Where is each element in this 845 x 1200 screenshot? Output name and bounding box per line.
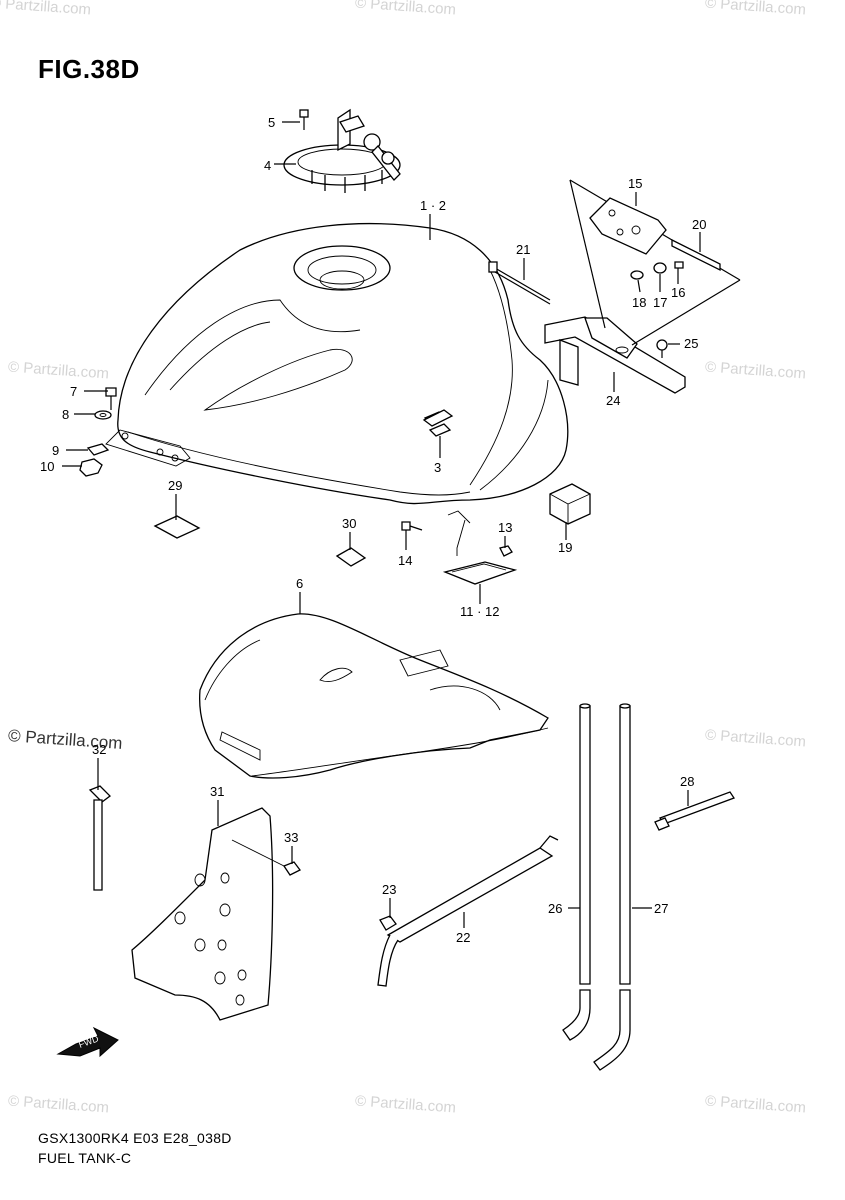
callout-22: 22 [456, 930, 470, 945]
bolt-part [105, 387, 117, 410]
callout-21: 21 [516, 242, 530, 257]
callout-15: 15 [628, 176, 642, 191]
callout-8: 8 [62, 407, 69, 422]
callout-5: 5 [268, 115, 275, 130]
callout-14: 14 [398, 553, 412, 568]
tie-strap-part [88, 785, 111, 891]
callout-30: 30 [342, 516, 356, 531]
bolt-part [231, 839, 301, 876]
callout-33: 33 [284, 830, 298, 845]
callout-24: 24 [606, 393, 620, 408]
fuel-cap-part [283, 108, 401, 193]
bolt-part [656, 339, 668, 358]
leader-lines [62, 121, 701, 928]
callout-18: 18 [632, 295, 646, 310]
drain-hose-part [593, 703, 631, 1071]
callout-27: 27 [654, 901, 668, 916]
holder-bracket-part [654, 791, 735, 831]
callout-7: 7 [70, 384, 77, 399]
clip-part [499, 545, 513, 557]
callout-20: 20 [692, 217, 706, 232]
screw-part [401, 521, 423, 531]
tank-cover-part [199, 613, 549, 779]
figure-title: FIG.38D [38, 54, 140, 84]
hose-clamp-part [379, 915, 397, 931]
diagram-name: FUEL TANK-C [38, 1150, 132, 1166]
pad-part [153, 515, 201, 539]
callout-32: 32 [92, 742, 106, 757]
fuel-tank-part [105, 222, 569, 505]
plate-part [442, 561, 518, 585]
callout-1-2: 1 · 2 [420, 198, 446, 213]
callout-13: 13 [498, 520, 512, 535]
nut-part [79, 458, 103, 477]
callout-9: 9 [52, 443, 59, 458]
pad-part [335, 547, 367, 567]
callout-3: 3 [434, 460, 441, 475]
emblem-part [422, 409, 454, 427]
callout-25: 25 [684, 336, 698, 351]
callout-31: 31 [210, 784, 224, 799]
callout-16: 16 [671, 285, 685, 300]
callout-29: 29 [168, 478, 182, 493]
tank-bracket-part [544, 316, 686, 394]
callout-6: 6 [296, 576, 303, 591]
rubber-cushion-part [549, 483, 591, 525]
callout-17: 17 [653, 295, 667, 310]
heat-shield-part [131, 807, 274, 1021]
callout-19: 19 [558, 540, 572, 555]
callout-28: 28 [680, 774, 694, 789]
drain-hose-part [562, 703, 591, 1041]
callout-10: 10 [40, 459, 54, 474]
washer-part [94, 410, 112, 420]
callout-26: 26 [548, 901, 562, 916]
callout-labels: 1 · 2 3 4 5 6 7 8 9 10 11 · 12 13 14 15 … [40, 115, 706, 945]
hose-routing-line [447, 510, 471, 556]
forward-direction-icon: FWD [56, 1026, 119, 1058]
diagram-code: GSX1300RK4 E03 E28_038D [38, 1130, 232, 1146]
bolt-part [299, 109, 309, 130]
detail-inset [569, 179, 741, 346]
callout-23: 23 [382, 882, 396, 897]
cushion-part [86, 443, 110, 456]
breather-hose-part [377, 835, 559, 987]
long-bolt-part [488, 261, 551, 305]
callout-11-12: 11 · 12 [460, 604, 500, 619]
callout-4: 4 [264, 158, 271, 173]
